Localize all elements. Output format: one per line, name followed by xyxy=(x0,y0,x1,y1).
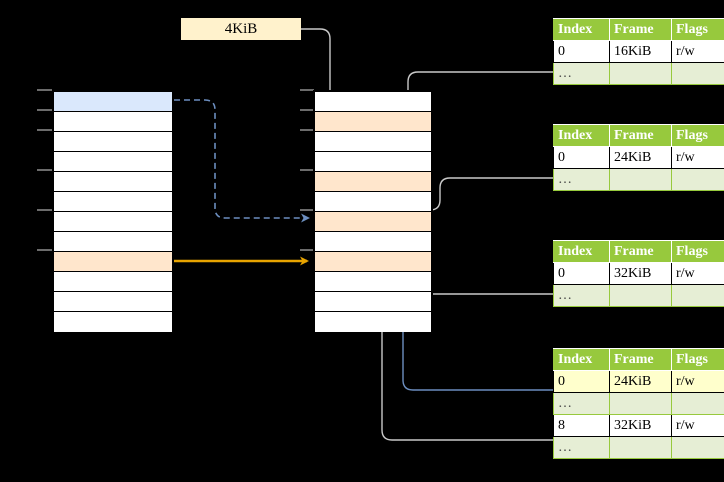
table-cell-frame xyxy=(609,284,672,307)
table-cell-flags: r/w xyxy=(671,414,724,437)
left-column-cell xyxy=(54,192,172,212)
middle-column-cell xyxy=(315,152,431,172)
wire-table2-to-middle xyxy=(416,177,553,229)
table-cell-flags: r/w xyxy=(671,40,724,63)
table-cell-frame: 24KiB xyxy=(609,146,672,169)
table-cell-flags: r/w xyxy=(671,262,724,285)
column-header-frame: Frame xyxy=(609,18,672,41)
table-cell-index: 0 xyxy=(553,262,610,285)
middle-column-ticks xyxy=(300,89,314,251)
table-cell-frame xyxy=(609,62,672,85)
table-row: … xyxy=(553,62,724,85)
table-cell-flags: r/w xyxy=(671,146,724,169)
column-header-flags: Flags xyxy=(671,124,724,147)
column-header-index: Index xyxy=(553,18,610,41)
table-row: … xyxy=(553,168,724,191)
column-header-flags: Flags xyxy=(671,18,724,41)
table-cell-index: … xyxy=(553,62,610,85)
column-header-flags: Flags xyxy=(671,348,724,371)
middle-column-cell xyxy=(315,232,431,252)
table-cell-index: … xyxy=(553,436,610,459)
middle-column-cell xyxy=(315,212,431,232)
column-header-index: Index xyxy=(553,124,610,147)
column-header-frame: Frame xyxy=(609,348,672,371)
middle-column-cell xyxy=(315,132,431,152)
column-header-frame: Frame xyxy=(609,124,672,147)
left-column-cell xyxy=(54,252,172,272)
middle-column-cell xyxy=(315,312,431,332)
table-cell-flags xyxy=(671,168,724,191)
table-cell-frame: 16KiB xyxy=(609,40,672,63)
table-cell-flags xyxy=(671,62,724,85)
table-cell-index: 0 xyxy=(553,370,610,393)
left-column-cell xyxy=(54,112,172,132)
left-column-cell xyxy=(54,172,172,192)
table-cell-index: 0 xyxy=(553,146,610,169)
table-cell-index: … xyxy=(553,168,610,191)
left-column-cell xyxy=(54,152,172,172)
table-cell-flags: r/w xyxy=(671,370,724,393)
column-header-frame: Frame xyxy=(609,240,672,263)
middle-column-cell xyxy=(315,92,431,112)
table-cell-flags xyxy=(671,284,724,307)
middle-column-cell xyxy=(315,252,431,272)
column-header-index: Index xyxy=(553,240,610,263)
left-column-cell xyxy=(54,272,172,292)
middle-column-cell xyxy=(315,292,431,312)
table-cell-frame: 32KiB xyxy=(609,262,672,285)
column-header-index: Index xyxy=(553,348,610,371)
middle-column-cell xyxy=(315,172,431,192)
table-cell-frame: 24KiB xyxy=(609,370,672,393)
table-row: … xyxy=(553,392,724,415)
wire-table3-to-middle xyxy=(416,271,553,295)
left-column-cell xyxy=(54,292,172,312)
table-cell-index: 8 xyxy=(553,414,610,437)
left-column-cell xyxy=(54,212,172,232)
middle-column-cell xyxy=(315,112,431,132)
table-cell-index: … xyxy=(553,284,610,307)
middle-column xyxy=(313,90,433,332)
left-column xyxy=(52,90,174,332)
middle-column-cell xyxy=(315,272,431,292)
table-cell-index: 0 xyxy=(553,40,610,63)
table-cell-index: … xyxy=(553,392,610,415)
middle-column-cell xyxy=(315,192,431,212)
left-column-cell xyxy=(54,132,172,152)
table-cell-frame xyxy=(609,168,672,191)
table-row: … xyxy=(553,436,724,459)
size-label-4kib: 4KiB xyxy=(181,18,301,40)
table-cell-flags xyxy=(671,436,724,459)
table-cell-flags xyxy=(671,392,724,415)
left-column-cell xyxy=(54,92,172,112)
left-column-cell xyxy=(54,312,172,332)
table-cell-frame xyxy=(609,436,672,459)
table-cell-frame xyxy=(609,392,672,415)
column-header-flags: Flags xyxy=(671,240,724,263)
table-row: … xyxy=(553,284,724,307)
table-cell-frame: 32KiB xyxy=(609,414,672,437)
wire-left-blue-to-middle xyxy=(174,99,310,223)
left-column-ticks xyxy=(37,89,52,251)
left-column-cell xyxy=(54,232,172,252)
